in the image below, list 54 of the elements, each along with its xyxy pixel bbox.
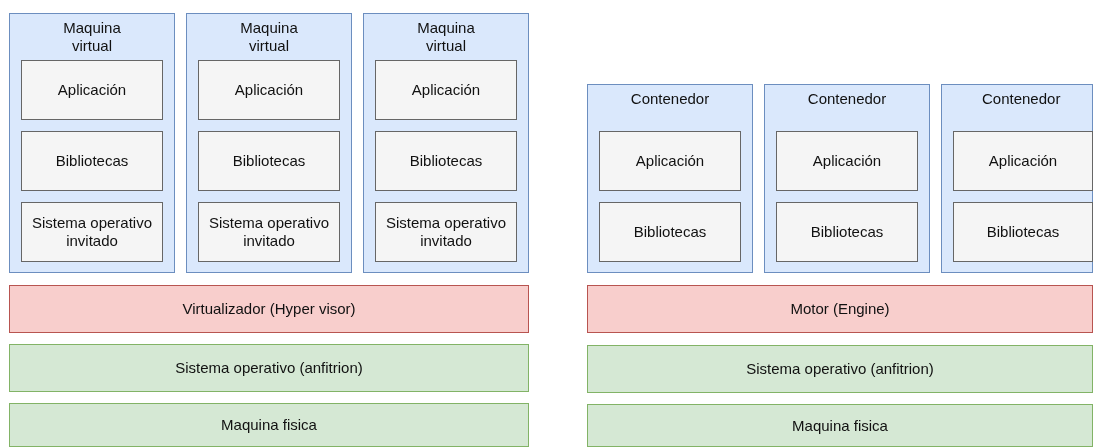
layer-label: Virtualizador (Hyper visor) <box>182 300 356 318</box>
layer-box <box>375 60 517 120</box>
group-box <box>941 84 1093 273</box>
layer-label: Maquina fisica <box>221 416 317 434</box>
layer-label: Bibliotecas <box>55 152 129 170</box>
layer-label: Sistema operativo invitado <box>30 214 154 250</box>
group-title: Maquina virtual <box>239 19 299 55</box>
group-title: Contenedor <box>630 90 710 108</box>
host-band <box>9 403 529 447</box>
engine-band <box>9 285 529 333</box>
layer-box <box>953 131 1093 191</box>
group-box <box>587 84 753 273</box>
layer-box <box>21 60 163 120</box>
layer-label: Aplicación <box>988 152 1058 170</box>
layer-box <box>953 202 1093 262</box>
group-box <box>9 13 175 273</box>
layer-label: Sistema operativo invitado <box>384 214 508 250</box>
layer-label: Bibliotecas <box>232 152 306 170</box>
layer-label: Bibliotecas <box>409 152 483 170</box>
engine-band <box>587 285 1093 333</box>
group-box <box>186 13 352 273</box>
host-band <box>587 404 1093 447</box>
layer-label: Sistema operativo (anfitrion) <box>746 360 934 378</box>
layer-box <box>21 131 163 191</box>
layer-label: Aplicación <box>57 81 127 99</box>
layer-box <box>198 131 340 191</box>
layer-label: Aplicación <box>812 152 882 170</box>
layer-box <box>198 60 340 120</box>
layer-label: Motor (Engine) <box>790 300 890 318</box>
group-title: Maquina virtual <box>62 19 122 55</box>
layer-label: Aplicación <box>635 152 705 170</box>
layer-label: Sistema operativo (anfitrion) <box>175 359 363 377</box>
layer-box <box>375 131 517 191</box>
layer-label: Sistema operativo invitado <box>207 214 331 250</box>
layer-box <box>375 202 517 262</box>
layer-box <box>599 131 741 191</box>
host-band <box>587 345 1093 393</box>
layer-label: Maquina fisica <box>792 416 888 435</box>
layer-label: Bibliotecas <box>633 223 707 241</box>
group-box <box>363 13 529 273</box>
group-title: Maquina virtual <box>416 19 476 55</box>
layer-box <box>776 131 918 191</box>
layer-label: Aplicación <box>234 81 304 99</box>
layer-box <box>21 202 163 262</box>
layer-label: Bibliotecas <box>986 223 1060 241</box>
group-title: Contenedor <box>982 90 1061 108</box>
layer-label: Aplicación <box>411 81 481 99</box>
group-box <box>764 84 930 273</box>
layer-box <box>198 202 340 262</box>
layer-box <box>599 202 741 262</box>
layer-box <box>776 202 918 262</box>
layer-label: Bibliotecas <box>810 223 884 241</box>
group-title: Contenedor <box>807 90 887 108</box>
host-band <box>9 344 529 392</box>
